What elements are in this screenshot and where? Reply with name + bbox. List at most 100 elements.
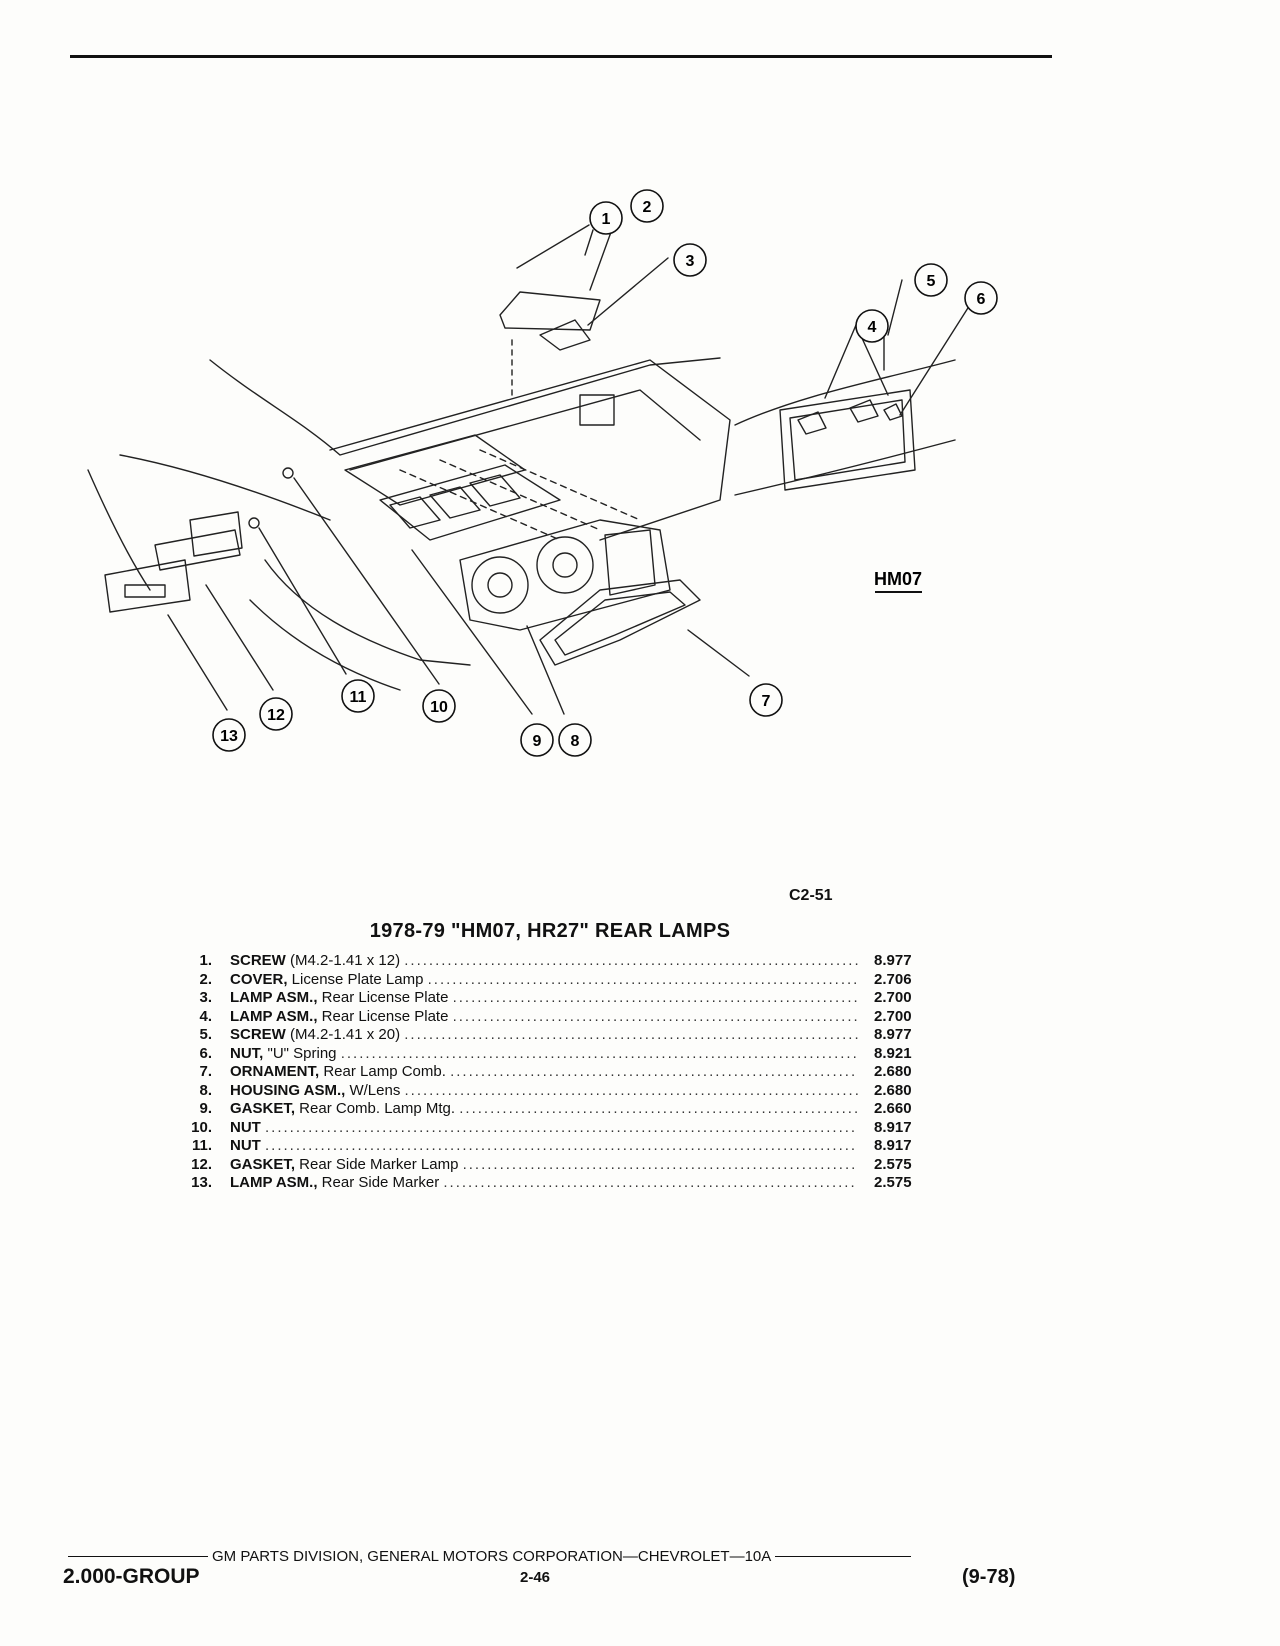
part-number: 6. [199,1044,212,1062]
leader-10 [293,477,440,685]
callout-6: 6 [964,281,998,315]
part-name: NUT [230,1118,261,1136]
part-group-number: 2.706 [874,970,912,988]
part-row: 11.NUT .................................… [168,1137,928,1156]
part-row: 8.HOUSING ASM., W/Lens .................… [168,1082,928,1101]
part-group-number: 2.575 [874,1174,912,1191]
callout-9-label: 9 [533,733,542,750]
part-number: 1. [199,952,212,969]
nut-11 [248,517,260,529]
part-description: "U" Spring [263,1044,341,1062]
leader-7 [687,629,750,677]
callout-1: 1 [589,201,623,235]
callout-7: 7 [749,683,783,717]
top-rule [70,55,1052,58]
footer-publisher: GM PARTS DIVISION, GENERAL MOTORS CORPOR… [212,1547,772,1565]
lamp-lens-left [471,556,529,614]
leader-dots: ........................................… [452,989,858,1006]
footer-date: (9-78) [962,1566,1016,1588]
mount-studs [399,449,641,541]
part-number: 10. [191,1118,212,1136]
part-number: 7. [199,1063,212,1080]
leader-8 [526,625,565,715]
part-name: GASKET, [230,1155,296,1173]
part-group-number: 2.660 [874,1100,912,1117]
lamp-lens-left-inner [487,572,513,598]
part-group-number: 8.977 [874,1026,912,1043]
leader-3 [587,257,669,326]
license-lamp [539,319,591,351]
part-name: ORNAMENT, [230,1063,320,1080]
callout-8: 8 [558,723,592,757]
part-group-number: 2.680 [874,1063,912,1080]
part-number: 5. [199,1026,212,1043]
part-description: (M4.2-1.41 x 12) [285,952,405,969]
fascia-outline [329,359,731,541]
part-name: LAMP ASM., [230,1007,318,1025]
part-row: 10. NUT .................................… [168,1119,928,1138]
footer-publisher-line: GM PARTS DIVISION, GENERAL MOTORS CORPOR… [68,1546,1018,1566]
callout-9: 9 [520,723,554,757]
leader-dots: ........................................… [265,1118,858,1136]
part-number: 8. [199,1081,212,1099]
leader-dots: ........................................… [450,1063,858,1080]
leader-dots: ........................................… [443,1174,858,1191]
part-number: 2. [199,970,212,988]
part-description: (M4.2-1.41 x 20) [285,1026,405,1043]
lamp-housing [459,519,671,631]
part-description: Rear Side Marker Lamp [295,1155,463,1173]
part-name: SCREW [230,952,286,969]
part-group-number: 2.700 [874,1007,912,1025]
callout-4-label: 4 [868,319,877,336]
leader-11 [258,527,347,675]
callout-4: 4 [855,309,889,343]
inset-lamp-a [797,411,827,435]
callout-5: 5 [914,263,948,297]
part-description: License Plate Lamp [287,970,428,988]
gasket-openings [389,474,521,529]
callout-12: 12 [259,697,293,731]
part-name: SCREW [230,1026,286,1043]
part-name: LAMP ASM., [230,989,318,1006]
callout-13: 13 [212,718,246,752]
parts-list: 1. SCREW (M4.2-1.41 x 12) ...............… [168,952,928,1193]
callout-3-label: 3 [686,253,695,270]
inset-body-upper [734,359,956,426]
part-description: Rear License Plate [317,989,453,1006]
figure-reference: C2-51 [789,887,833,904]
quarter-panel-outline [87,469,151,591]
part-number: 9. [199,1100,212,1117]
inset-nut [883,403,903,421]
callout-10: 10 [422,689,456,723]
callout-2: 2 [630,189,664,223]
part-row: 6.NUT, "U" Spring ......................… [168,1045,928,1064]
part-row: 13.LAMP ASM., Rear Side Marker .........… [168,1174,928,1193]
part-group-number: 8.917 [874,1137,912,1154]
part-number: 4. [199,1007,212,1025]
callout-3: 3 [673,243,707,277]
part-name: NUT, [230,1044,264,1062]
leader-9 [411,549,533,715]
side-marker-gasket [154,529,241,571]
parts-list-title: 1978-79 "HM07, HR27" REAR LAMPS [369,920,731,942]
rear-deck-outline [209,357,721,456]
leader-dots: ........................................… [404,952,858,969]
inset-license-frame-inner [789,399,906,481]
bumper-outline [264,559,471,666]
part-group-number: 2.680 [874,1081,912,1099]
part-name: HOUSING ASM., [230,1081,346,1099]
part-description: Rear Comb. Lamp Mtg. [295,1100,460,1117]
callout-7-label: 7 [762,693,771,710]
callout-8-label: 8 [571,733,580,750]
leader-4a [824,324,857,399]
callout-11-label: 11 [350,689,367,706]
leader-dots: ........................................… [462,1155,858,1173]
part-row: 5.SCREW (M4.2-1.41 x 20) ...............… [168,1026,928,1045]
nut-10 [282,467,294,479]
lamp-ornament [539,579,701,666]
callout-1-label: 1 [602,211,611,228]
footer-page-number: 2-46 [520,1569,551,1586]
leader-13 [167,614,228,711]
callout-2-label: 2 [643,199,652,216]
callout-13-label: 13 [220,728,238,745]
